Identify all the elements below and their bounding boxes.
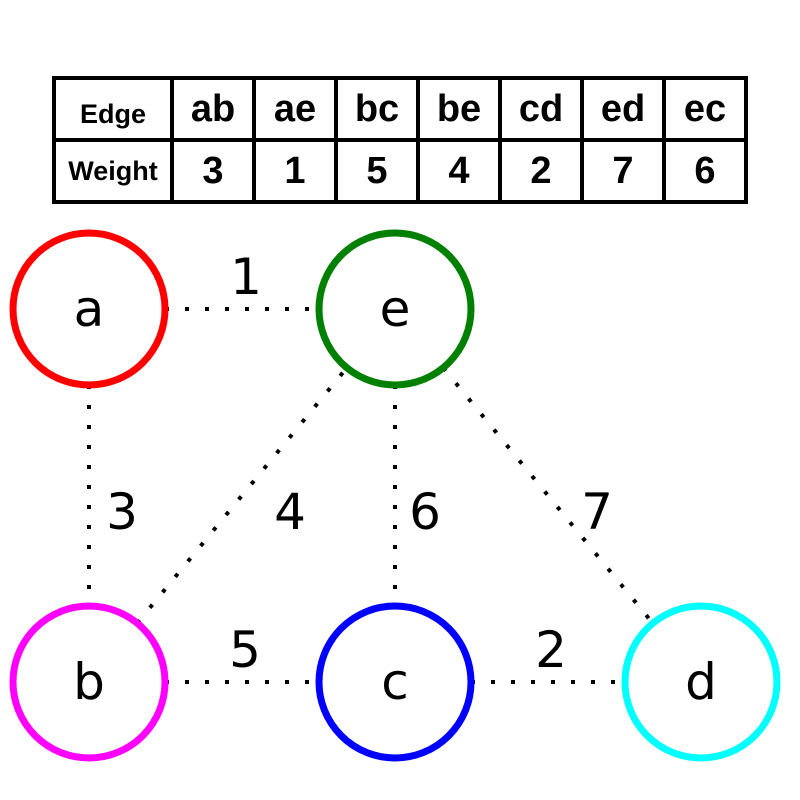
edge-weight-label-bc: 5: [229, 621, 261, 679]
node-circle-d: [621, 602, 781, 762]
node-a: a: [9, 229, 169, 389]
edge-weight-label-be: 4: [274, 483, 306, 541]
node-c: c: [315, 602, 475, 762]
edge-be: [135, 366, 349, 625]
edge-weight-label-cd: 2: [535, 621, 567, 679]
node-layer: a e b c d: [9, 229, 781, 762]
edge-weight-label-ab: 3: [106, 483, 138, 541]
node-label-d: d: [685, 653, 717, 711]
edge-weight-label-ec: 6: [409, 483, 441, 541]
node-circle-a: [9, 229, 169, 389]
weight-cell-be: 4: [416, 138, 502, 204]
edge-weight-label-ed: 7: [581, 483, 613, 541]
node-circle-c: [315, 602, 475, 762]
weight-header: Weight: [52, 138, 174, 204]
node-label-b: b: [73, 653, 105, 711]
weight-cell-ec: 6: [662, 138, 748, 204]
weight-cell-cd: 2: [498, 138, 584, 204]
weight-row: Weight 3 1 5 4 2 7 6: [52, 138, 748, 204]
edge-header: Edge: [52, 76, 174, 142]
edge-cell-bc: bc: [334, 76, 420, 142]
edge-weight-table: Edge ab ae bc be cd ed ec Weight 3 1 5 4…: [52, 76, 748, 204]
node-label-e: e: [380, 280, 411, 338]
weight-cell-ed: 7: [580, 138, 666, 204]
edge-cell-ec: ec: [662, 76, 748, 142]
node-circle-b: [9, 602, 169, 762]
weight-cell-ae: 1: [252, 138, 338, 204]
edge-cell-cd: cd: [498, 76, 584, 142]
edge-weight-label-ae: 1: [230, 248, 262, 306]
edge-layer: [87, 307, 655, 684]
weight-cell-ab: 3: [170, 138, 256, 204]
edge-cell-ed: ed: [580, 76, 666, 142]
edge-cell-be: be: [416, 76, 502, 142]
edge-label-layer: 1 3 4 6 7 5 2: [106, 248, 613, 679]
weight-cell-bc: 5: [334, 138, 420, 204]
edge-ed: [441, 366, 655, 625]
node-label-c: c: [381, 653, 409, 711]
node-d: d: [621, 602, 781, 762]
node-circle-e: [315, 229, 475, 389]
edge-cell-ab: ab: [170, 76, 256, 142]
node-b: b: [9, 602, 169, 762]
node-label-a: a: [74, 280, 105, 338]
edge-cell-ae: ae: [252, 76, 338, 142]
node-e: e: [315, 229, 475, 389]
edge-row: Edge ab ae bc be cd ed ec: [52, 76, 748, 142]
